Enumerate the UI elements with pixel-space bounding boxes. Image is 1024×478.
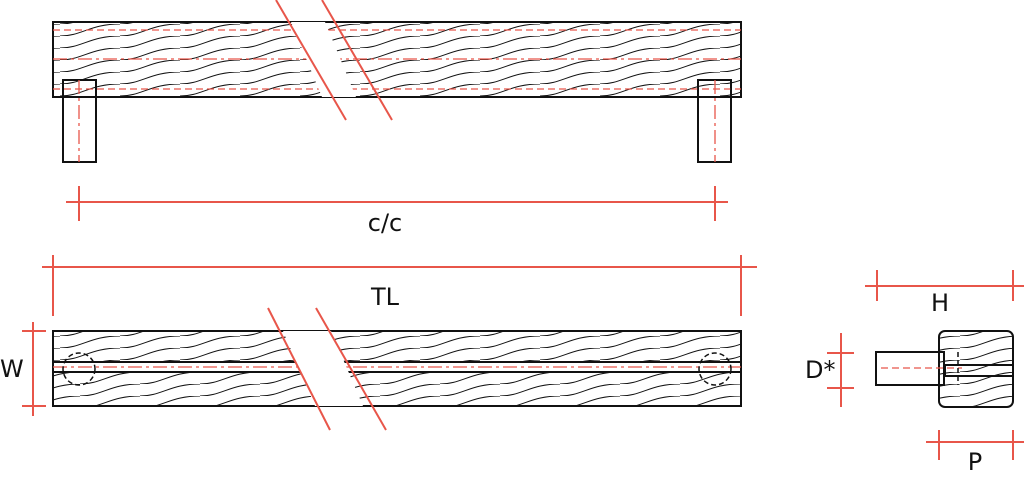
side-leg	[875, 351, 945, 386]
break-gap	[283, 331, 363, 406]
break-line	[315, 307, 387, 431]
p-dimension: P	[926, 430, 1024, 476]
tl-label: TL	[370, 283, 400, 311]
front-view	[52, 0, 742, 163]
right-hole-hidden	[698, 352, 732, 386]
d-dimension: D*	[805, 333, 854, 407]
p-label: P	[968, 448, 982, 476]
break-line	[275, 0, 347, 121]
side-view	[875, 330, 1014, 408]
w-dimension: W	[0, 322, 46, 416]
cc-label: c/c	[368, 209, 402, 237]
bottom-bar	[52, 330, 742, 407]
d-label: D*	[805, 356, 835, 384]
bottom-bar-grain-upper	[53, 331, 741, 362]
h-label: H	[931, 289, 949, 317]
side-bar-grain	[939, 331, 1013, 407]
w-label: W	[0, 355, 24, 383]
break-gap	[291, 22, 356, 97]
plan-view	[52, 307, 742, 431]
h-dimension: H	[865, 270, 1024, 317]
break-line	[267, 307, 331, 431]
break-line	[321, 0, 393, 121]
tl-dimension: TL	[42, 255, 757, 316]
left-hole-hidden	[62, 352, 96, 386]
cc-dimension: c/c	[66, 186, 728, 237]
bottom-bar-grain-lower	[53, 372, 741, 406]
